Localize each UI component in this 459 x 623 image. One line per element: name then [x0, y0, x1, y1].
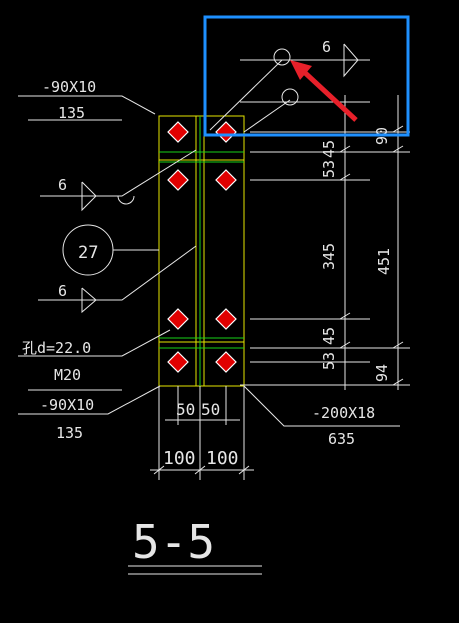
top-plate-size-label: -90X10	[42, 78, 96, 96]
main-plate-length-label: 635	[328, 430, 355, 448]
dim-100-label: 100	[163, 448, 196, 469]
bolt-marker	[167, 169, 189, 191]
main-plate	[158, 115, 245, 387]
weld-symbols	[81, 43, 359, 314]
dimension-lines-bottom	[150, 386, 254, 480]
dim-53-label: 53	[320, 160, 338, 178]
dim-94-label: 94	[373, 364, 391, 382]
bolt-marker	[167, 121, 189, 143]
highlight-box	[203, 15, 410, 137]
bottom-plate-length-label: 135	[56, 424, 83, 442]
bottom-plate-size-label: -90X10	[40, 396, 94, 414]
circle-callout	[62, 224, 159, 276]
bolt-marker	[215, 121, 237, 143]
bolt-group	[167, 121, 237, 373]
dim-345-label: 345	[320, 243, 338, 270]
weld-size-label: 6	[58, 176, 67, 194]
center-lines	[159, 116, 244, 386]
dim-50-label-2: 50	[201, 400, 220, 419]
dimension-lines-right	[339, 95, 404, 390]
bolt-marker	[167, 308, 189, 330]
top-plate-length-label: 135	[58, 104, 85, 122]
weld-size-label-top: 6	[322, 38, 331, 56]
bolt-marker	[215, 308, 237, 330]
bolt-marker	[167, 351, 189, 373]
dim-451-label: 451	[375, 248, 393, 275]
extension-lines	[240, 59, 410, 386]
circle-ref-label: 27	[78, 243, 98, 263]
dim-50-label: 50	[176, 400, 195, 419]
weld-size-label-2: 6	[58, 282, 67, 300]
hole-note-label: 孔d=22.0	[22, 339, 91, 357]
dim-53-label-2: 53	[320, 352, 338, 370]
dim-100-label-2: 100	[206, 448, 239, 469]
section-title: 5-5	[132, 515, 215, 569]
main-plate-size-label: -200X18	[312, 404, 375, 422]
bolt-marker	[215, 169, 237, 191]
section-title-underline	[128, 565, 262, 575]
dim-45-label-2: 45	[320, 327, 338, 345]
dim-45-label: 45	[320, 140, 338, 158]
bolt-marker	[215, 351, 237, 373]
bolt-spec-label: M20	[54, 366, 81, 384]
pointer-arrow	[290, 60, 358, 122]
leaders	[18, 59, 400, 427]
